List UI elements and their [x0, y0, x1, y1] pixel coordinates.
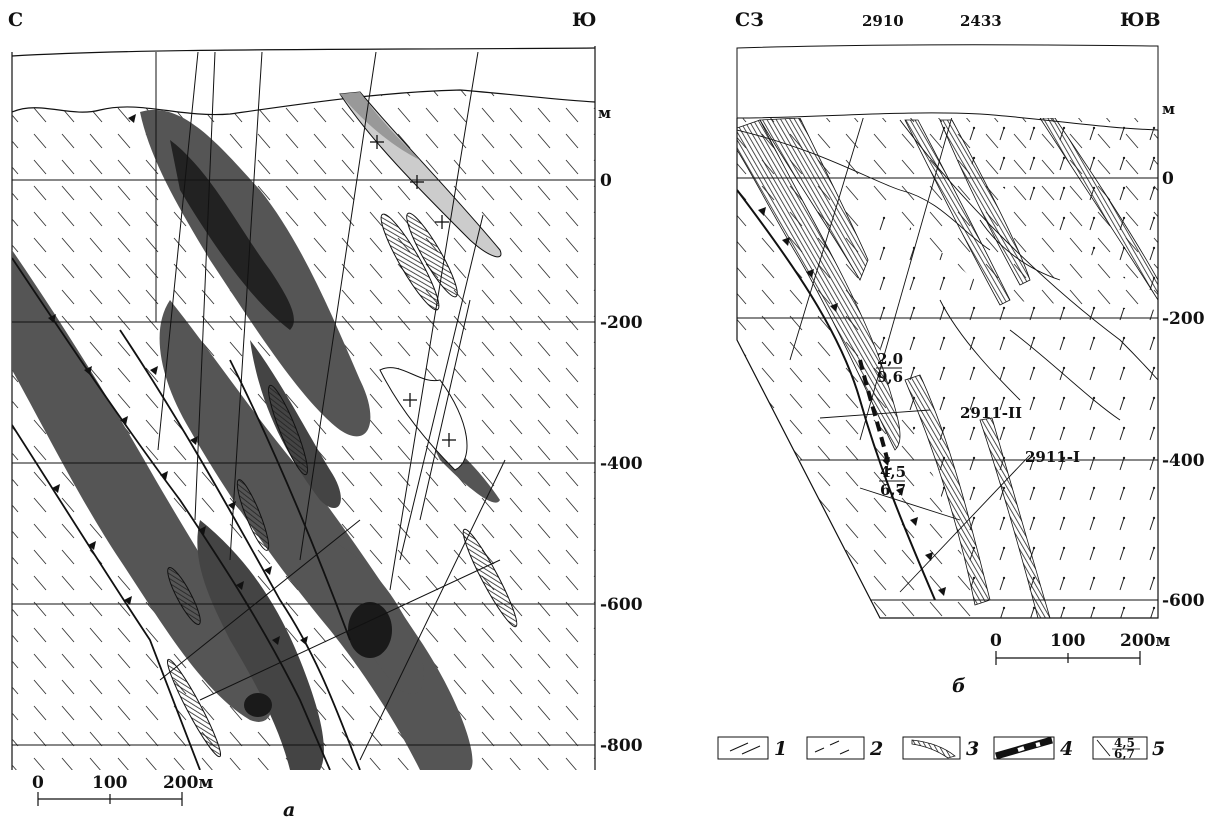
section-b: СЗ ЮВ [735, 9, 1205, 697]
legend-number: 1 [774, 738, 787, 760]
direction-label-northwest: СЗ [735, 9, 764, 31]
scale-tick-label: 100 [1050, 631, 1086, 651]
legend-item-3: 3 [902, 736, 979, 760]
depth-label: -200 [600, 313, 643, 333]
well-label: 2911-II [960, 404, 1022, 422]
direction-label-south: Ю [572, 9, 596, 31]
legend-number: 2 [869, 738, 883, 760]
svg-text:2,0: 2,0 [877, 350, 903, 368]
legend-item-1: 1 [717, 736, 787, 760]
scale-tick-label: 100 [92, 773, 128, 793]
depth-label: -400 [1162, 451, 1205, 471]
depth-label: -800 [600, 736, 643, 756]
panel-label-a: а [283, 799, 295, 818]
scale-tick-label: 0 [32, 773, 44, 793]
legend-item-2: 2 [806, 736, 883, 760]
unit-label: м [598, 104, 611, 122]
well-label: 2911-I [1025, 448, 1080, 466]
value-label: 4,5 6,7 [879, 463, 906, 499]
svg-text:6,7: 6,7 [880, 481, 906, 499]
unit-label: м [1162, 100, 1175, 118]
legend-number: 3 [966, 738, 979, 760]
value-label: 2,0 9,6 [876, 350, 903, 386]
striped-lenses [166, 212, 518, 758]
depth-label: -600 [600, 595, 643, 615]
direction-label-southeast: ЮВ [1120, 9, 1161, 31]
scale-tick-label: 200м [163, 773, 213, 793]
well-label: 2433 [960, 12, 1002, 30]
legend-item-4: 4 [993, 736, 1073, 760]
depth-label: 0 [600, 171, 612, 191]
svg-text:4,5: 4,5 [1114, 736, 1135, 750]
depth-label: -200 [1162, 309, 1205, 329]
svg-text:4,5: 4,5 [880, 463, 906, 481]
scale-tick-label: 200м [1120, 631, 1170, 651]
legend-number: 4 [1060, 738, 1073, 760]
svg-text:6,7: 6,7 [1114, 747, 1135, 761]
direction-label-north: С [8, 9, 23, 31]
scale-bar: 0 100 200м [32, 773, 213, 806]
legend: 1 2 3 4 4,5 6,7 5 [717, 736, 1165, 761]
well-label: 2910 [862, 12, 904, 30]
scale-bar: 0 100 200м [990, 631, 1170, 665]
svg-text:9,6: 9,6 [877, 368, 903, 386]
panel-label-b: б [952, 675, 966, 697]
section-a: С Ю [8, 9, 643, 818]
depth-label: 0 [1162, 169, 1174, 189]
drillhole-traces [789, 118, 1031, 593]
scale-tick-label: 0 [990, 631, 1002, 651]
depth-label: -600 [1162, 591, 1205, 611]
plus-markers [370, 135, 456, 447]
legend-number: 5 [1152, 738, 1165, 760]
legend-item-5: 4,5 6,7 5 [1092, 736, 1165, 761]
depth-label: -400 [600, 454, 643, 474]
